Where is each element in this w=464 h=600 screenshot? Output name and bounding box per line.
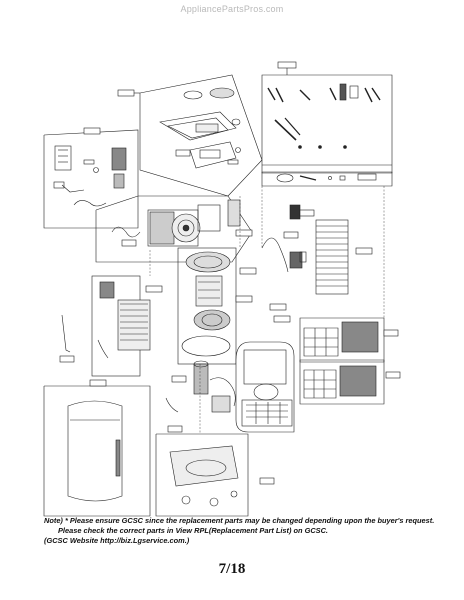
note-line-3: (GCSC Website http://biz.Lgservice.com.) xyxy=(44,536,190,545)
note-line-2: Please check the correct parts in View R… xyxy=(58,526,328,535)
disclaimer-note: Note) * Please ensure GCSC since the rep… xyxy=(44,516,444,546)
filter-group xyxy=(299,317,401,405)
front-cabinet-group xyxy=(235,303,295,433)
base-assembly-group xyxy=(155,433,275,517)
control-panel-group xyxy=(43,127,139,229)
coil-assembly-group xyxy=(59,275,163,377)
compressor-group xyxy=(165,360,236,433)
fan-assembly-group xyxy=(177,247,257,365)
top-cover-group xyxy=(117,74,263,197)
blower-motor-group xyxy=(95,195,253,263)
rear-cover-group xyxy=(43,379,151,517)
sensor-parts-group xyxy=(261,204,373,295)
accessory-kit-group xyxy=(261,61,393,187)
page-number: 7/18 xyxy=(218,561,246,577)
leader-lines xyxy=(149,186,385,434)
note-line-1: Note) * Please ensure GCSC since the rep… xyxy=(44,516,435,525)
watermark: AppliancePartsPros.com xyxy=(180,4,284,14)
